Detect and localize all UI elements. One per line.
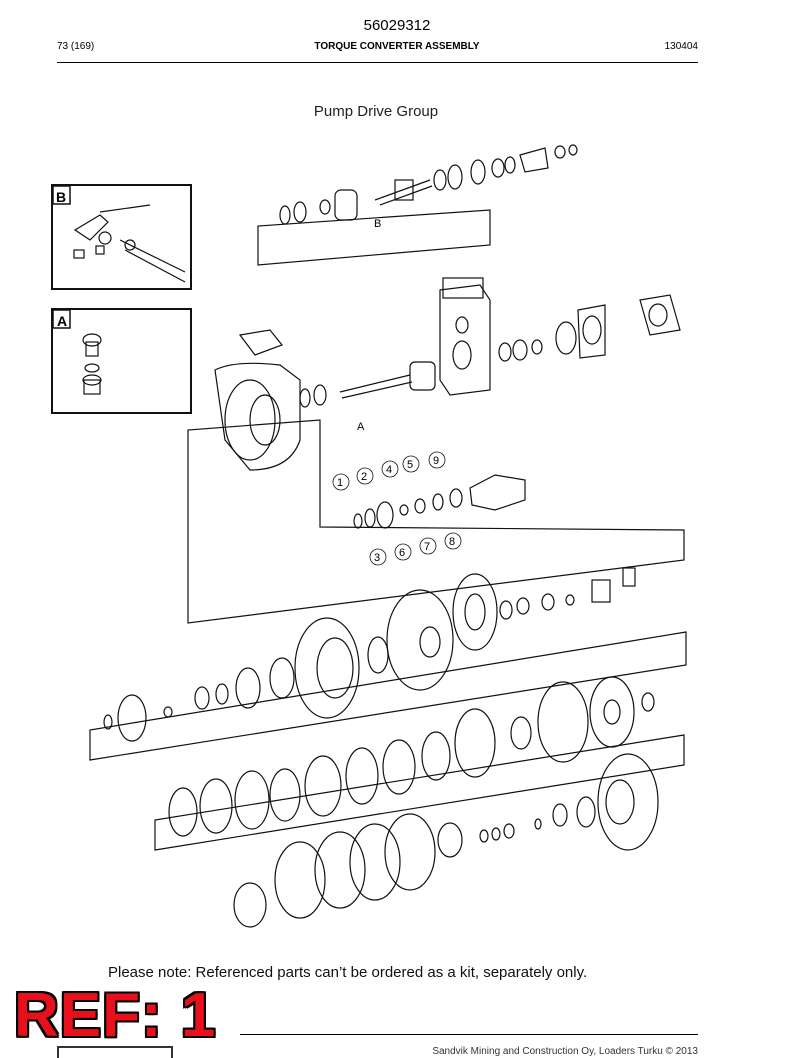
marker-b: B xyxy=(374,218,381,230)
date-code: 130404 xyxy=(664,41,698,52)
callout-9: 9 xyxy=(433,455,439,467)
callout-3: 3 xyxy=(374,552,380,564)
ordering-note: Please note: Referenced parts can’t be o… xyxy=(108,964,588,981)
callout-labels xyxy=(332,451,462,566)
header-rule xyxy=(57,62,698,63)
callout-4: 4 xyxy=(386,464,392,476)
callout-5: 5 xyxy=(407,459,413,471)
diagram-title: Pump Drive Group xyxy=(313,103,439,120)
clutch-plates xyxy=(233,813,542,928)
footer-rule xyxy=(240,1034,698,1035)
pump-subassembly xyxy=(353,474,526,529)
marker-a: A xyxy=(357,421,365,433)
frame-row-2 xyxy=(154,734,685,851)
callout-2: 2 xyxy=(361,471,367,483)
callout-1: 1 xyxy=(337,477,343,489)
inset-a xyxy=(51,308,192,414)
company-logo xyxy=(57,1046,173,1058)
housing-group xyxy=(214,277,681,471)
footer-company: Sandvik Mining and Construction Oy, Load… xyxy=(432,1046,698,1057)
callout-6: 6 xyxy=(399,547,405,559)
inset-a-label: A xyxy=(57,313,67,329)
converter-row-2 xyxy=(168,708,659,851)
inset-b-label: B xyxy=(56,189,66,205)
inset-b xyxy=(51,184,192,290)
callout-7: 7 xyxy=(424,541,430,553)
pump-drive-frame xyxy=(187,419,685,624)
page-number: 73 (169) xyxy=(57,41,95,52)
converter-row-1 xyxy=(103,617,655,763)
top-shaft-group xyxy=(257,144,578,266)
ring-gear-row xyxy=(386,567,636,691)
ref-stamp: REF: 1 xyxy=(14,981,217,1050)
document-number: 56029312 xyxy=(363,17,431,34)
frame-row-1 xyxy=(89,631,687,761)
callout-8: 8 xyxy=(449,536,455,548)
section-title: TORQUE CONVERTER ASSEMBLY xyxy=(314,41,480,52)
